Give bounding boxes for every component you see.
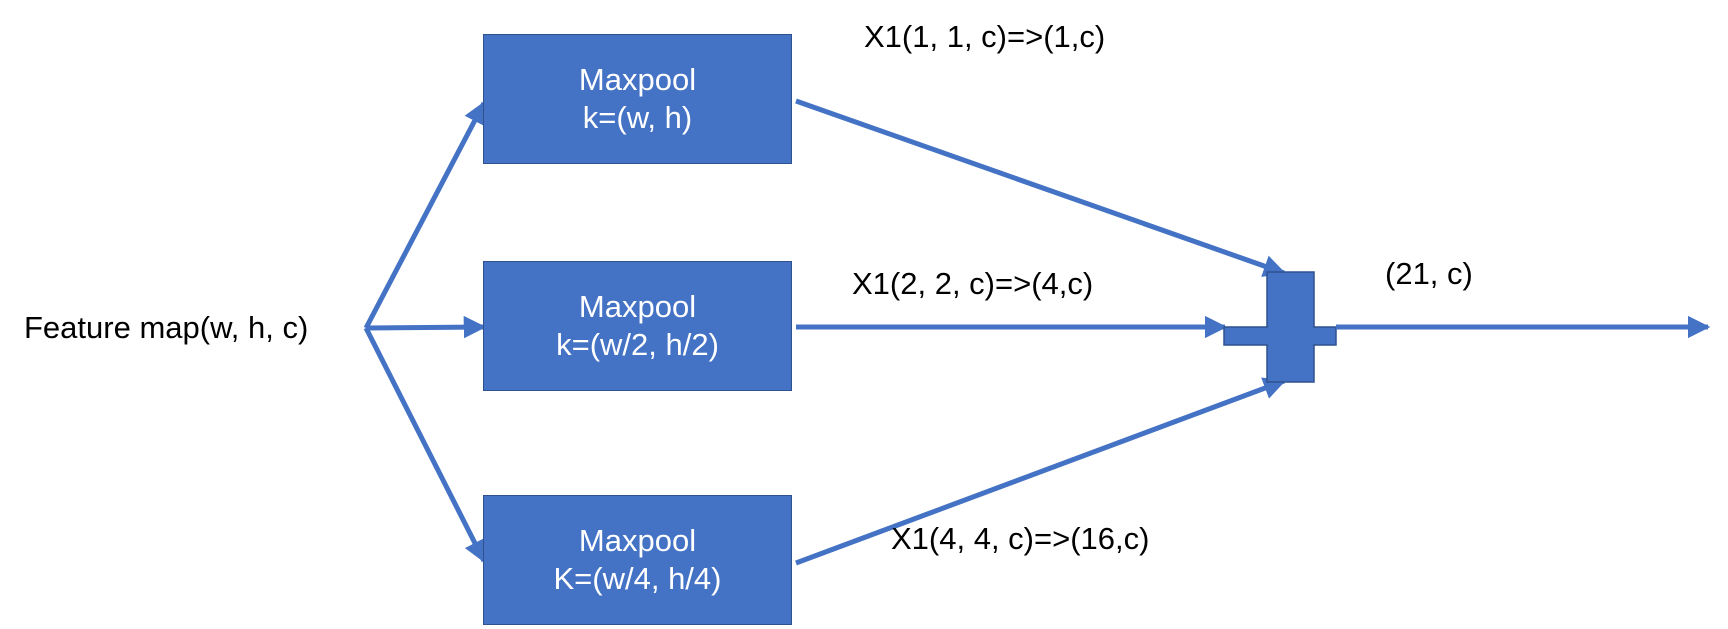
- arrow-input-to-box-2: [365, 315, 487, 339]
- maxpool-box-1-op: Maxpool: [578, 62, 697, 97]
- maxpool-box-1-kernel: k=(w, h): [582, 100, 693, 135]
- branch-3-output-label: X1(4, 4, c)=>(16,c): [891, 521, 1150, 556]
- arrow-box-1-to-plus: [795, 98, 1287, 277]
- plus-icon: [1223, 271, 1337, 383]
- branch-2-output-label: X1(2, 2, c)=>(4,c): [852, 266, 1094, 301]
- arrow-box-3-to-plus: [795, 377, 1287, 566]
- maxpool-box-3: Maxpool K=(w/4, h/4): [483, 495, 792, 625]
- maxpool-box-2: Maxpool k=(w/2, h/2): [483, 261, 792, 391]
- arrow-input-to-box-1: [363, 101, 487, 330]
- maxpool-box-1: Maxpool k=(w, h): [483, 34, 792, 164]
- maxpool-box-2-kernel: k=(w/2, h/2): [556, 327, 719, 362]
- maxpool-box-3-op: Maxpool: [578, 523, 697, 558]
- maxpool-box-3-kernel: K=(w/4, h/4): [553, 561, 722, 596]
- arrow-input-to-box-3: [363, 326, 487, 564]
- input-label: Feature map(w, h, c): [24, 310, 309, 345]
- branch-1-output-label: X1(1, 1, c)=>(1,c): [864, 19, 1106, 54]
- result-label: (21, c): [1385, 256, 1473, 291]
- maxpool-box-2-op: Maxpool: [578, 289, 697, 324]
